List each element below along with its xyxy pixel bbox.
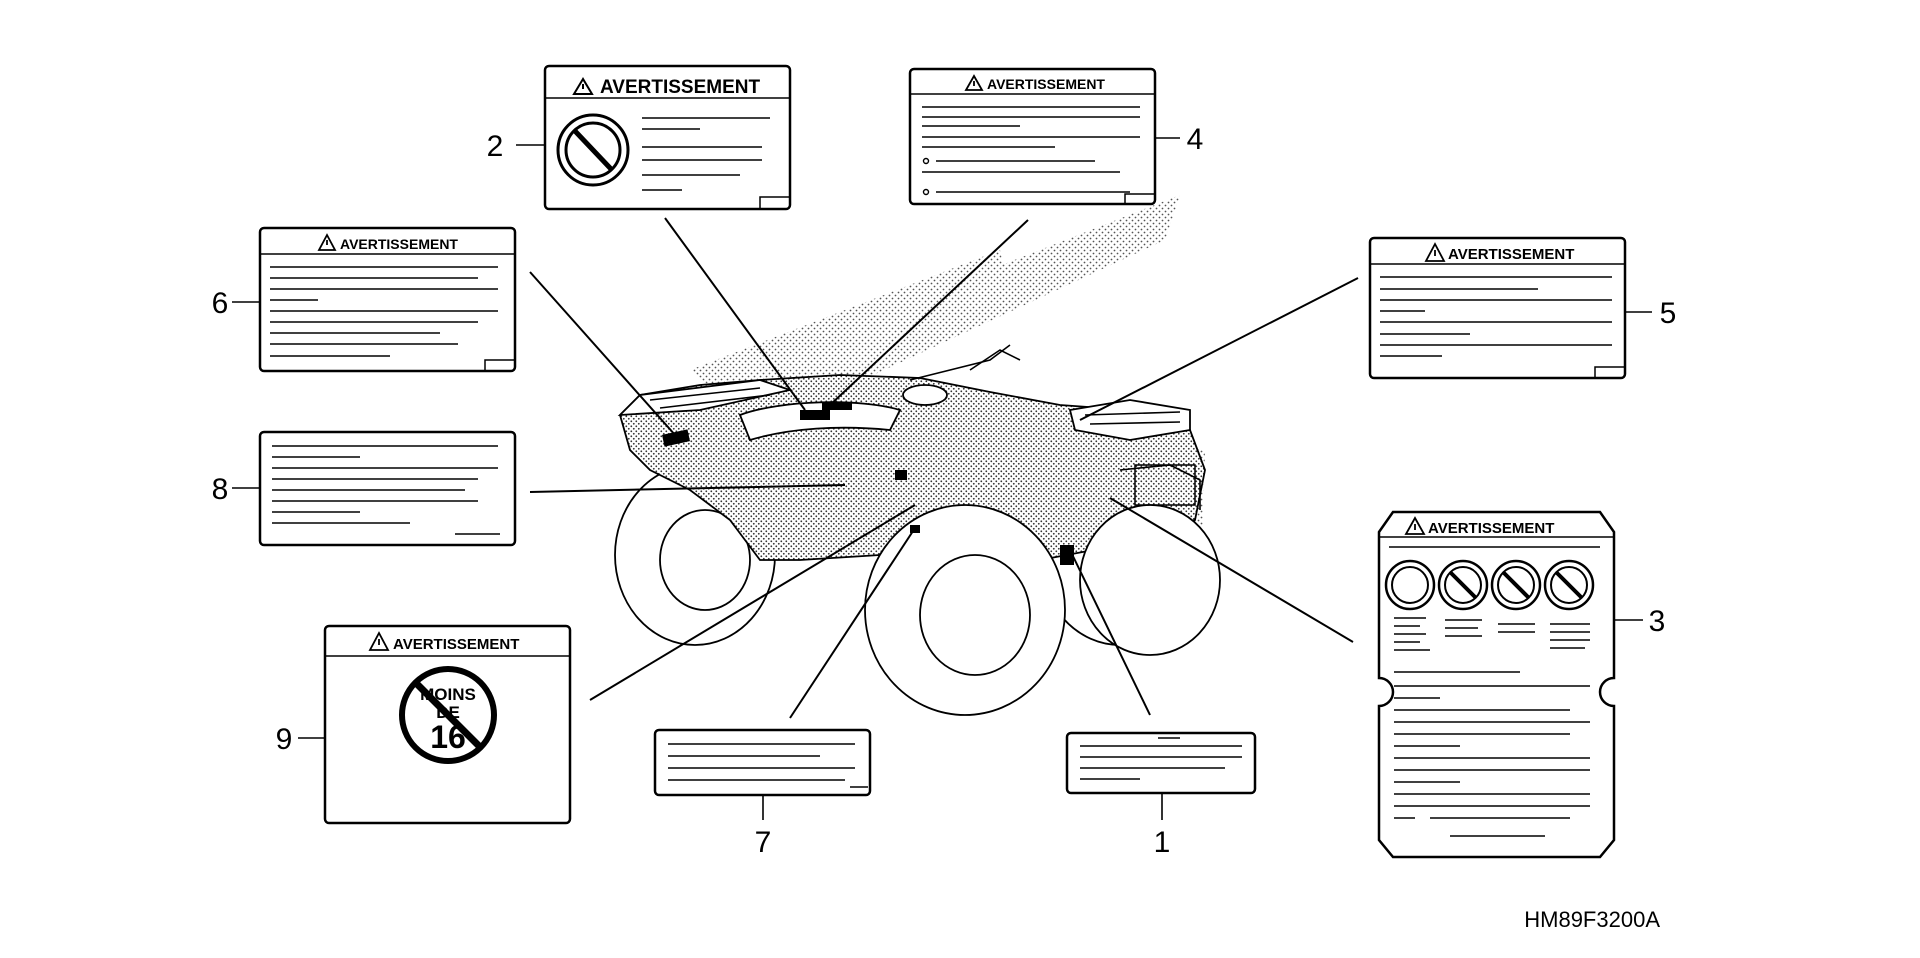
no-symbol-icon bbox=[1543, 559, 1595, 611]
no-symbol-icon bbox=[1437, 559, 1489, 611]
label-9: AVERTISSEMENT MOINS DE 16 9 bbox=[276, 624, 572, 825]
label-6: AVERTISSEMENT 6 bbox=[212, 226, 517, 373]
label-6-heading: AVERTISSEMENT bbox=[340, 236, 458, 252]
callout-5: 5 bbox=[1660, 297, 1677, 330]
diagram-code: HM89F3200A bbox=[1524, 907, 1660, 932]
callout-3: 3 bbox=[1649, 605, 1666, 638]
label-1: 1 bbox=[1065, 731, 1257, 859]
label-3: AVERTISSEMENT bbox=[1377, 510, 1666, 859]
callout-1: 1 bbox=[1154, 826, 1171, 859]
label-9-heading: AVERTISSEMENT bbox=[393, 636, 519, 653]
callout-9: 9 bbox=[276, 723, 293, 756]
warning-triangle-icon bbox=[964, 74, 984, 91]
warning-triangle-icon bbox=[368, 631, 390, 651]
leader-lines bbox=[529, 217, 1359, 719]
label-8: 8 bbox=[212, 430, 517, 547]
label-5-heading: AVERTISSEMENT bbox=[1448, 246, 1574, 263]
no-symbol-icon bbox=[1384, 559, 1436, 611]
label-4: AVERTISSEMENT 4 bbox=[908, 67, 1204, 206]
no-symbol-icon bbox=[556, 113, 630, 187]
label-5: AVERTISSEMENT 5 bbox=[1368, 236, 1677, 380]
label-4-heading: AVERTISSEMENT bbox=[987, 76, 1105, 92]
no-symbol-icon bbox=[1490, 559, 1542, 611]
label-2-heading: AVERTISSEMENT bbox=[600, 77, 761, 98]
callout-4: 4 bbox=[1187, 123, 1204, 156]
callout-2: 2 bbox=[487, 130, 504, 163]
warning-triangle-icon bbox=[317, 233, 337, 251]
atv-illustration bbox=[614, 195, 1221, 716]
callout-6: 6 bbox=[212, 287, 229, 320]
no-symbol-icon: MOINS DE 16 bbox=[399, 666, 497, 764]
label-2: AVERTISSEMENT 2 bbox=[487, 64, 792, 211]
warning-triangle-icon bbox=[1424, 242, 1446, 262]
label-7: 7 bbox=[653, 728, 872, 859]
callout-7: 7 bbox=[755, 826, 772, 859]
warning-triangle-icon bbox=[1404, 516, 1426, 535]
callout-8: 8 bbox=[212, 473, 229, 506]
label-3-heading: AVERTISSEMENT bbox=[1428, 520, 1554, 537]
warning-triangle-icon bbox=[572, 77, 594, 95]
